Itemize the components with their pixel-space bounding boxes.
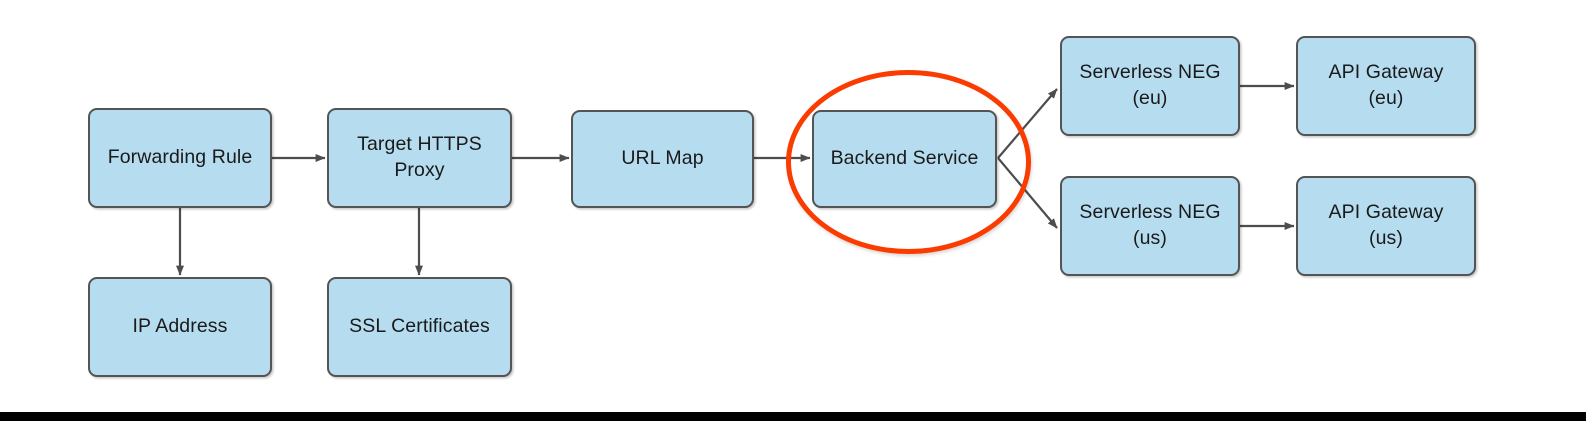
node-ssl-certificates-label: SSL Certificates	[349, 315, 490, 338]
edge-backend-to-neg-eu	[997, 88, 1058, 159]
node-url-map[interactable]: URL Map	[571, 110, 754, 208]
node-forwarding-rule-label: Forwarding Rule	[107, 146, 253, 169]
node-serverless-neg-eu[interactable]: Serverless NEG (eu)	[1060, 36, 1240, 136]
node-serverless-neg-us[interactable]: Serverless NEG (us)	[1060, 176, 1240, 276]
node-api-gateway-us-label: API Gateway (us)	[1328, 201, 1444, 249]
node-api-gateway-eu-label: API Gateway (eu)	[1328, 61, 1444, 109]
node-ssl-certificates[interactable]: SSL Certificates	[327, 277, 512, 377]
node-forwarding-rule[interactable]: Forwarding Rule	[88, 108, 272, 208]
node-target-https-proxy-label: Target HTTPS Proxy	[357, 133, 482, 181]
node-backend-service[interactable]: Backend Service	[812, 110, 997, 208]
node-serverless-neg-eu-label: Serverless NEG (eu)	[1079, 61, 1221, 109]
node-ip-address[interactable]: IP Address	[88, 277, 272, 377]
node-url-map-label: URL Map	[621, 147, 704, 170]
bottom-black-band	[0, 412, 1586, 421]
node-api-gateway-us[interactable]: API Gateway (us)	[1296, 176, 1476, 276]
node-backend-service-label: Backend Service	[830, 147, 979, 170]
node-ip-address-label: IP Address	[132, 315, 228, 338]
node-serverless-neg-us-label: Serverless NEG (us)	[1079, 201, 1221, 249]
node-target-https-proxy[interactable]: Target HTTPS Proxy	[327, 108, 512, 208]
edge-backend-to-neg-us	[997, 157, 1058, 229]
node-api-gateway-eu[interactable]: API Gateway (eu)	[1296, 36, 1476, 136]
